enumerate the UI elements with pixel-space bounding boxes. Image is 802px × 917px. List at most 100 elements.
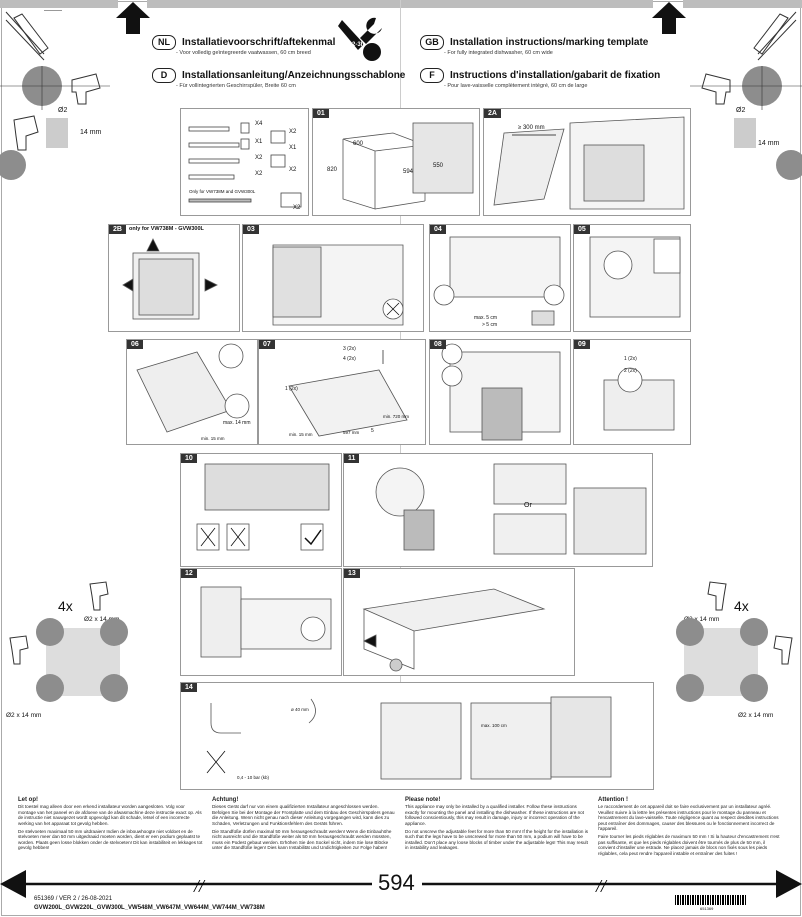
dim-height: 820 (327, 167, 338, 173)
barcode (675, 895, 747, 905)
parts-qty: X2 (293, 205, 301, 211)
lang-badge-gb: GB (420, 35, 444, 50)
drill-mark-circle (676, 674, 704, 702)
min-label: min. 15 mm (201, 436, 225, 441)
step-number: 05 (574, 225, 590, 234)
lang-badge-fr: F (420, 68, 444, 83)
right-mid-diameter-2: Ø2 x 14 mm (738, 712, 774, 719)
step-number: 03 (243, 225, 259, 234)
step-04-panel: 04 max. 5 cm > 5 cm (429, 224, 571, 332)
footer-code: 651369 / VER 2 / 26-08-2021 (34, 896, 113, 902)
step-13-illustration (362, 588, 546, 672)
header-gb-title: Installation instructions/marking templa… (450, 37, 649, 48)
svg-text://: // (193, 876, 206, 896)
parts-qty: X1 (255, 139, 263, 145)
text-fr-p2: Faire tourner les pieds réglables de max… (598, 834, 780, 856)
step-03-illustration (272, 244, 404, 326)
step-14-c: max. 100 cm (481, 723, 507, 728)
step-11-panel: 11 Or (343, 453, 653, 567)
drill-icon-right-mid (707, 581, 727, 611)
drill-icon-left-side-mid (9, 635, 29, 665)
left-top-depth: 14 mm (80, 129, 102, 136)
text-nl-p1: Dit toestel mag alleen door een erkend i… (18, 804, 202, 826)
header-nl-sub: - Voor volledig geïntegreerde vaatwassen… (176, 50, 311, 56)
step-05-panel: 05 (573, 224, 691, 332)
right-top-diameter: Ø2 (736, 107, 746, 114)
dim-width: 600 (353, 141, 364, 147)
step-09-b: 2 (2x) (624, 368, 637, 374)
step-number: 2A (484, 109, 501, 118)
header-de-title: Installationsanleitung/Anzeichnungsschab… (182, 70, 406, 81)
up-arrow-icon-left (116, 2, 150, 34)
step-number: 13 (344, 569, 360, 578)
step-number: 11 (344, 454, 360, 463)
step-2b-label: only for VW738M - GVW300L (129, 226, 204, 232)
step-10-illustration (196, 463, 330, 551)
pencil-icon-right (753, 11, 797, 61)
cabinet-niche-illustration (342, 122, 474, 210)
header-gb: GB Installation instructions/marking tem… (420, 35, 648, 50)
right-mid-diameter: Ø2 x 14 mm (684, 616, 720, 623)
right-top-depth: 14 mm (758, 140, 780, 147)
header-de-sub: - Für vollintegrierten Geschirrspüler, B… (176, 83, 296, 89)
text-de-p1: Dieses Gerät darf nur von einem qualifiz… (212, 804, 395, 826)
left-mid-diameter-2: Ø2 x 14 mm (6, 712, 42, 719)
pencil-icon-left (5, 10, 62, 61)
width-value: 594 (378, 870, 415, 895)
barcode-text: 651369 (700, 906, 714, 911)
header-nl-title: Installatievoorschrift/aftekenmal (182, 37, 336, 48)
text-nl-p2: De stelvoeten maximaal 50 mm uitdraaien!… (18, 829, 203, 851)
step-07-e: min. 720 mm (383, 414, 410, 419)
text-gb-heading: Please note! (405, 797, 441, 803)
svg-text://: // (595, 876, 608, 896)
step-14-panel: 14 ø 40 mm 0,4 - 10 bar (kb) max. 100 cm (180, 682, 654, 790)
drill-mark-circle (36, 618, 64, 646)
step-12-illustration (200, 586, 332, 658)
drill-mark-circle (676, 618, 704, 646)
step-number: 04 (430, 225, 446, 234)
step-number: 10 (181, 454, 197, 463)
drill-mark-circle (100, 618, 128, 646)
header-fr-sub: - Pour lave-vaisselle complètement intég… (444, 83, 588, 89)
dim-depth-2: 550 (433, 163, 444, 169)
text-de-p2: Die Standfüße dürfen maximal 50 mm herau… (212, 829, 392, 851)
drill-icon-left-top (0, 66, 110, 110)
max-label: max. 5 cm (474, 315, 498, 321)
parts-qty: X4 (255, 121, 263, 127)
step-13-panel: 13 (343, 568, 575, 676)
text-nl-heading: Let op! (18, 797, 38, 803)
or-label: Or (524, 502, 532, 509)
parts-qty: X2 (289, 167, 297, 173)
parts-only-for: Only for VW738M and GVW300L (189, 189, 256, 194)
header-gb-sub: - For fully integrated dishwasher, 60 cm… (444, 50, 553, 56)
drill-mark-circle (740, 618, 768, 646)
drill-depth-block (46, 118, 68, 148)
step-08-panel: 08 (429, 339, 571, 445)
dim-label: ≥ 300 mm (518, 125, 545, 131)
step-parts-panel: X4 X1 X2 X2 X2 X1 X2 X2 Only for VW738M … (180, 108, 309, 216)
step-07-d: 5 (371, 428, 374, 434)
parts-qty: X2 (255, 155, 263, 161)
left-mid-diameter: Ø2 x 14 mm (84, 616, 120, 623)
step-14-b: 0,4 - 10 bar (kb) (237, 775, 270, 780)
drill-mark-circle (776, 150, 802, 180)
parts-qty: X2 (289, 129, 297, 135)
drill-icon-right-top (690, 66, 802, 110)
text-de: Achtung! Dieses Gerät darf nur von einem… (212, 797, 397, 854)
text-gb-p1: This appliance may only be installed by … (405, 804, 585, 826)
step-number: 09 (574, 340, 590, 349)
parts-illustration (188, 122, 302, 208)
drill-depth-block (734, 118, 756, 148)
width-arrow: // // (0, 870, 802, 898)
step-07-g: 597 mm (343, 430, 360, 435)
step-07-c: 1 (2x) (285, 386, 298, 392)
text-gb: Please note! This appliance may only be … (405, 797, 590, 854)
lang-badge-de: D (152, 68, 176, 83)
step-2b-illustration (122, 238, 218, 320)
header-fr-title: Instructions d'installation/gabarit de f… (450, 70, 661, 81)
text-de-heading: Achtung! (212, 797, 239, 803)
header-nl: NL Installatievoorschrift/aftekenmal (152, 35, 335, 50)
top-bar-left (0, 0, 118, 8)
text-nl: Let op! Dit toestel mag alleen door een … (18, 797, 203, 854)
text-fr-heading: Attention ! (598, 797, 628, 803)
